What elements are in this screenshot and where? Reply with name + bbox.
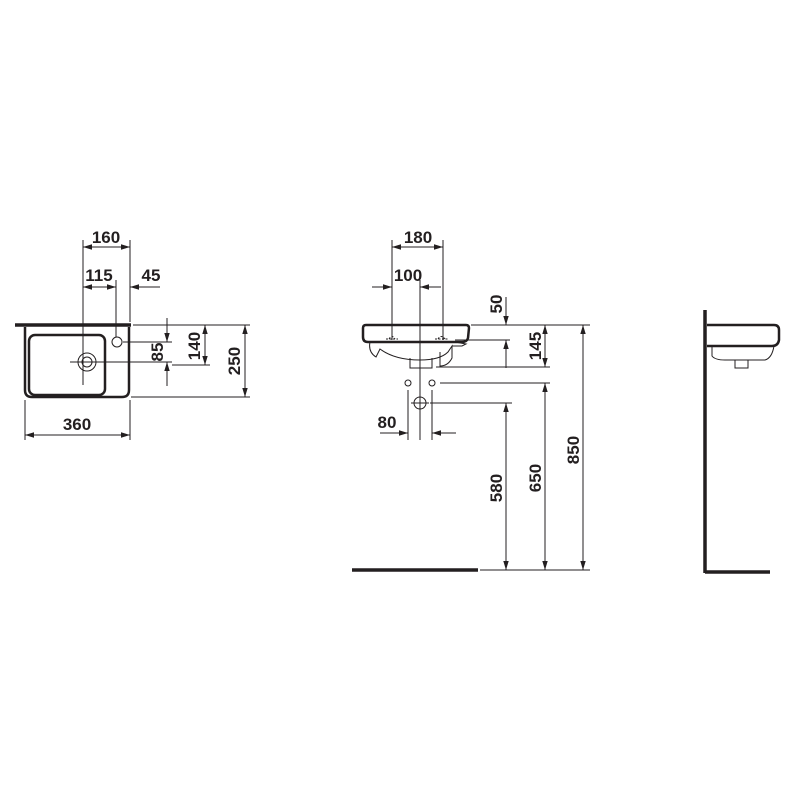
plan-view: 160 115 45 85 140 250 360 [15,228,250,440]
dim-115: 115 [85,266,112,285]
dim-580: 580 [487,474,506,502]
basin-rim [361,323,471,344]
basin-rim-profile [707,323,781,348]
trap-outlet [409,358,433,369]
dim-145: 145 [526,332,545,360]
basin-bowl [369,341,453,367]
dim-650: 650 [526,464,545,492]
dim-180: 180 [404,228,432,247]
basin-bowl-profile [711,345,775,361]
dim-140: 140 [185,332,204,360]
dim-160: 160 [92,228,120,247]
side-view [703,310,781,574]
dim-85: 85 [148,343,167,362]
dim-850: 850 [564,436,583,464]
basin-outline [23,327,131,399]
dim-45: 45 [142,266,161,285]
trap-outlet-profile [734,360,749,369]
dim-100: 100 [394,266,422,285]
front-view: 180 100 50 145 80 580 650 850 [352,228,590,572]
dim-360: 360 [63,415,91,434]
dim-250: 250 [225,347,244,375]
supply-connection-icon [404,379,412,387]
dim-50: 50 [487,295,506,314]
dim-80: 80 [378,413,397,432]
supply-connection-icon [428,379,436,387]
tap-hole-icon [111,336,123,348]
bowl-outline [27,333,107,397]
